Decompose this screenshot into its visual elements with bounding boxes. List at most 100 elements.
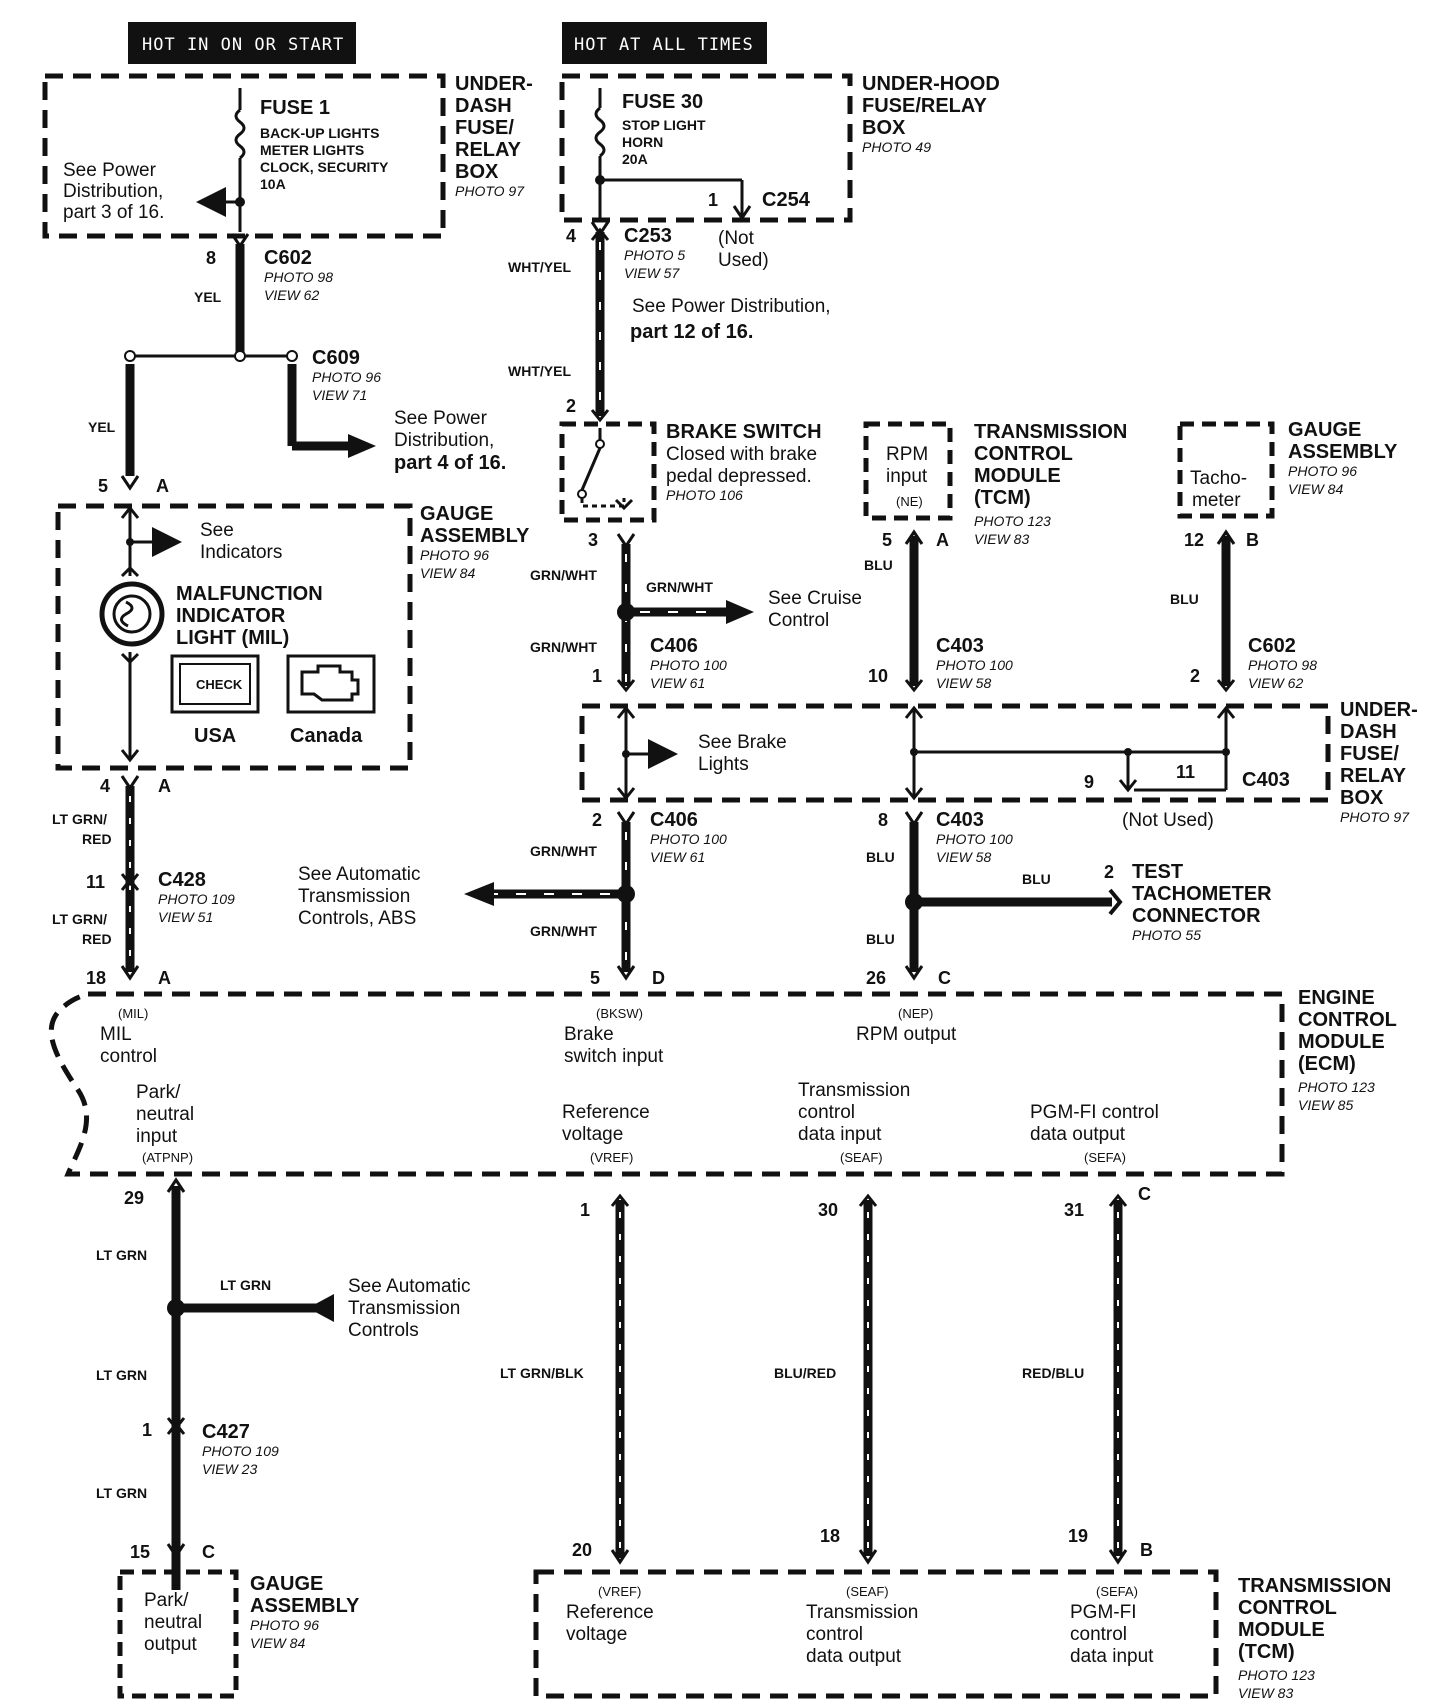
svg-text:part 3 of 16.: part 3 of 16. bbox=[63, 202, 164, 223]
ecm-bksw-code: (BKSW) bbox=[596, 1006, 643, 1021]
brake-switch-photo: PHOTO 106 bbox=[666, 487, 743, 503]
see-atc-2: Transmission bbox=[348, 1298, 460, 1319]
c602-mid-photo: PHOTO 98 bbox=[1248, 657, 1317, 673]
svg-text:See Power: See Power bbox=[394, 408, 488, 429]
wire-label-grnwht-4: GRN/WHT bbox=[530, 923, 597, 939]
ecm-bksw-2: switch input bbox=[564, 1046, 664, 1067]
hot-on-start-label: HOT IN ON OR START bbox=[142, 35, 344, 55]
c609-photo: PHOTO 96 bbox=[312, 369, 381, 385]
tcm-bot-pin-18: 18 bbox=[820, 1526, 840, 1546]
see-atc-1: See Automatic bbox=[348, 1276, 471, 1297]
ecm-pgm-code: (SEFA) bbox=[1084, 1150, 1126, 1165]
c406-top-name: C406 bbox=[650, 635, 698, 657]
tach-1: Tacho- bbox=[1190, 468, 1247, 489]
mil-label-3: LIGHT (MIL) bbox=[176, 627, 289, 649]
c406-bot-photo: PHOTO 100 bbox=[650, 831, 727, 847]
underdash-not-used: (Not Used) bbox=[1122, 810, 1214, 831]
ecm-tcd-3: data input bbox=[798, 1124, 882, 1145]
underdash-mid-title: UNDER- DASH FUSE/ RELAY BOX bbox=[1340, 699, 1418, 809]
fuse30-desc: STOP LIGHT HORN 20A bbox=[622, 117, 706, 167]
tcm-bot-ref-1: Reference bbox=[566, 1602, 654, 1623]
tcm-bot-pin-19: 19 bbox=[1068, 1526, 1088, 1546]
ecm-bksw-1: Brake bbox=[564, 1024, 614, 1045]
svg-text:FUSE/: FUSE/ bbox=[1340, 743, 1399, 765]
underhood-box-photo: PHOTO 49 bbox=[862, 139, 931, 155]
tcm-bot-pin-19-letter: B bbox=[1140, 1540, 1153, 1560]
tcm-bot-title-1: TRANSMISSION bbox=[1238, 1575, 1391, 1597]
c602-top-view: VIEW 62 bbox=[264, 287, 319, 303]
tcm-bot-view: VIEW 83 bbox=[1238, 1685, 1293, 1701]
tcm-rpm-2: input bbox=[886, 466, 928, 487]
tcm-bot-sefa-code: (SEFA) bbox=[1096, 1584, 1138, 1599]
gauge-bot-pn-2: neutral bbox=[144, 1612, 202, 1633]
wire-label-ltgrn-2: LT GRN bbox=[96, 1367, 147, 1383]
c253-not-used-2: Used) bbox=[718, 250, 769, 271]
c254-name: C254 bbox=[762, 189, 811, 211]
c403-top-photo: PHOTO 100 bbox=[936, 657, 1013, 673]
c602-mid-view: VIEW 62 bbox=[1248, 675, 1303, 691]
see-brake-lights-2: Lights bbox=[698, 754, 749, 775]
ecm-tcd-code: (SEAF) bbox=[840, 1150, 883, 1165]
hot-on-start-tag bbox=[128, 22, 356, 64]
ecm-title-1: ENGINE bbox=[1298, 987, 1375, 1009]
gauge-tach-pin: 12 bbox=[1184, 530, 1204, 550]
gauge-bot-pn-3: output bbox=[144, 1634, 198, 1655]
svg-text:RELAY: RELAY bbox=[455, 139, 522, 161]
gauge-bot-title-1: GAUGE bbox=[250, 1573, 323, 1595]
c403-bot-name: C403 bbox=[936, 809, 984, 831]
c602-top-photo: PHOTO 98 bbox=[264, 269, 333, 285]
wire-label-grnwht-1: GRN/WHT bbox=[530, 567, 597, 583]
ecm-pin-29: 29 bbox=[124, 1188, 144, 1208]
tcm-top-view: VIEW 83 bbox=[974, 531, 1029, 547]
c427-pin: 1 bbox=[142, 1420, 152, 1440]
wire-label-ltgrnred-1a: LT GRN/ bbox=[52, 811, 107, 827]
c403-top-view: VIEW 58 bbox=[936, 675, 991, 691]
tach-conn-pin: 2 bbox=[1104, 862, 1114, 882]
see-brake-lights-1: See Brake bbox=[698, 732, 787, 753]
tcm-bot-title-4: (TCM) bbox=[1238, 1641, 1295, 1663]
c406-bot-view: VIEW 61 bbox=[650, 849, 705, 865]
c427-view: VIEW 23 bbox=[202, 1461, 257, 1477]
c406-bot-name: C406 bbox=[650, 809, 698, 831]
tcm-top-title-1: TRANSMISSION bbox=[974, 421, 1127, 443]
svg-text:BOX: BOX bbox=[1340, 787, 1384, 809]
svg-text:10A: 10A bbox=[260, 176, 286, 192]
gauge-bot-pin-letter: C bbox=[202, 1542, 215, 1562]
ecm-pin-bksw: 5 bbox=[590, 968, 600, 988]
ecm-ref-code: (VREF) bbox=[590, 1150, 633, 1165]
see-power-dist-4: See Power Distribution, bbox=[394, 408, 494, 451]
see-power-dist-3: See Power Distribution, part 3 of 16. bbox=[63, 160, 164, 223]
see-atc-3: Controls bbox=[348, 1320, 419, 1341]
tcm-bot-tcd-2: control bbox=[806, 1624, 863, 1645]
tcm-bot-vref-code: (VREF) bbox=[598, 1584, 641, 1599]
c602-mid-pin: 2 bbox=[1190, 666, 1200, 686]
ecm-pgm-1: PGM-FI control bbox=[1030, 1102, 1159, 1123]
hot-all-times-tag bbox=[562, 22, 767, 64]
wire-label-blu-3: BLU bbox=[866, 849, 895, 865]
c254-pin: 1 bbox=[708, 190, 718, 210]
ecm-pin-nep-letter: C bbox=[938, 968, 951, 988]
red-blu-wire bbox=[1108, 1193, 1128, 1556]
ecm-pin-mil: 18 bbox=[86, 968, 106, 988]
blu-red-wire bbox=[858, 1193, 878, 1556]
wire-label-ltgrnred-1b: RED bbox=[82, 831, 112, 847]
gauge-tach-view: VIEW 84 bbox=[1288, 481, 1343, 497]
wire-label-grnwht-3: GRN/WHT bbox=[530, 843, 597, 859]
underdash-box-title: UNDER- DASH FUSE/ RELAY BOX bbox=[455, 73, 533, 183]
ecm-nep-code: (NEP) bbox=[898, 1006, 933, 1021]
c602-mid-name: C602 bbox=[1248, 635, 1296, 657]
ecm-photo: PHOTO 123 bbox=[1298, 1079, 1375, 1095]
underhood-box-title: UNDER-HOOD FUSE/RELAY BOX bbox=[862, 73, 1000, 139]
underdash-box-photo: PHOTO 97 bbox=[455, 183, 525, 199]
gauge-bot-pin: 15 bbox=[130, 1542, 150, 1562]
see-cruise-1: See Cruise bbox=[768, 588, 862, 609]
svg-text:FUSE/: FUSE/ bbox=[455, 117, 514, 139]
c406-top-photo: PHOTO 100 bbox=[650, 657, 727, 673]
wire-label-yel-2: YEL bbox=[88, 419, 116, 435]
ecm-pn-3: input bbox=[136, 1126, 178, 1147]
brake-switch-title: BRAKE SWITCH bbox=[666, 421, 822, 443]
underdash-pin-9: 9 bbox=[1084, 772, 1094, 792]
svg-text:STOP LIGHT: STOP LIGHT bbox=[622, 117, 706, 133]
c428-pin: 11 bbox=[86, 872, 105, 892]
tcm-bot-title-2: CONTROL bbox=[1238, 1597, 1337, 1619]
